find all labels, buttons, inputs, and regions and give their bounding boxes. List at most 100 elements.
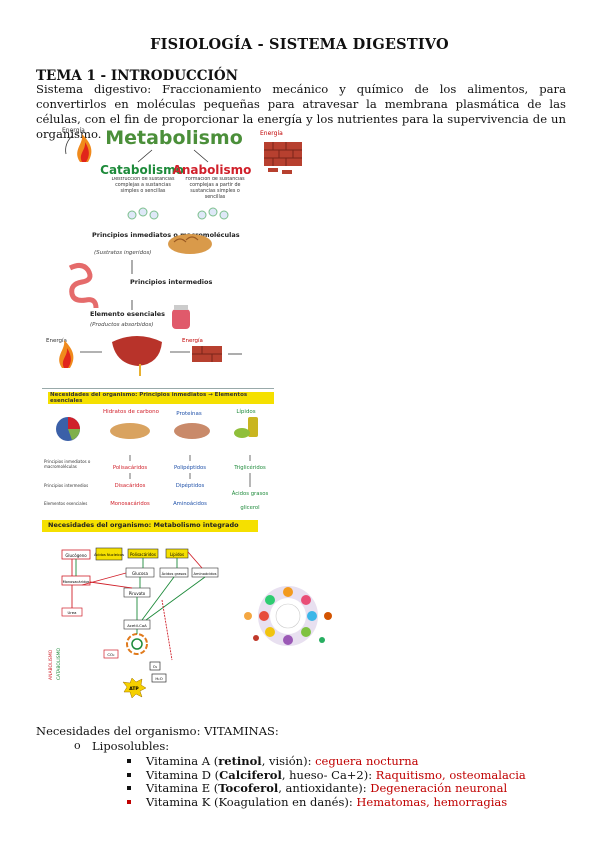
left-note-intermediate: Principios intermedios: [44, 483, 89, 488]
vitamin-item-k: Vitamina K (Koagulation en danés): Hemat…: [127, 795, 508, 809]
integrated-metabolism-diagram: Glucógeno Ácidos Nucleicos Polisacáridos…: [48, 547, 219, 699]
box-urea: Urea: [61, 607, 83, 617]
svg-text:Glucosa: Glucosa: [132, 571, 148, 576]
box-glucose: Glucosa: [125, 567, 155, 578]
brick-wall-icon: [192, 346, 222, 362]
krebs-cycle-icon: [126, 633, 148, 655]
vitamin-k-deficiency: Hematomas, hemorragias: [356, 795, 508, 809]
intermediate-label: Principios intermedios: [130, 278, 212, 286]
svg-text:Acetil-CoA: Acetil-CoA: [127, 623, 147, 628]
amino-acids-label: Aminoácidos: [173, 501, 207, 507]
lipids-heading: Lípidos: [236, 409, 256, 415]
box-pyruvate: Piruvato: [123, 587, 151, 598]
brick-wall-icon: [264, 142, 302, 174]
anabolism-description: Formación de sustancias complejas a part…: [185, 177, 245, 200]
molecule-icon: [127, 207, 159, 220]
liposoluble-heading: o Liposolubles:: [74, 739, 170, 753]
svg-text:Piruvato: Piruvato: [129, 591, 146, 596]
box-h2o: H₂O: [151, 673, 167, 683]
square-bullet-icon: [127, 773, 131, 777]
svg-text:ATP: ATP: [129, 686, 139, 692]
pie-icon: [56, 417, 80, 441]
dipeptides-label: Dipéptidos: [175, 483, 205, 489]
fire-icon: [77, 134, 92, 162]
absorbed-note: (Productos absorbidos): [90, 322, 153, 328]
square-bullet-icon: [127, 800, 131, 804]
svg-text:Ácidos Nucleicos: Ácidos Nucleicos: [94, 552, 124, 557]
vitamin-item-a: Vitamina A (retinol, visión): ceguera no…: [127, 754, 419, 768]
svg-text:Glucógeno: Glucógeno: [65, 553, 87, 558]
vitamin-a-deficiency: ceguera nocturna: [315, 754, 419, 768]
polysaccharides-label: Polisacáridos: [112, 465, 148, 471]
arrow-icon: [65, 135, 73, 155]
box-fatty-acids: Ácidos grasos: [159, 567, 189, 578]
integrated-metabolism-header-bar: Necesidades del organismo: Metabolismo i…: [42, 520, 258, 532]
jar-icon: [172, 305, 190, 329]
box-co2: CO₂: [103, 649, 119, 659]
box-amino-acids: Aminoácidos: [191, 567, 219, 578]
svg-text:O₂: O₂: [153, 664, 158, 669]
left-note-essential: Elementos esenciales: [44, 501, 88, 506]
glycerol-label: glicerol: [240, 505, 260, 511]
oil-bottle-icon: [234, 417, 258, 438]
macromolecules-label: Principios inmediatos o macromoléculas: [92, 231, 240, 239]
nutrients-table-figure: Necesidades del organismo: Principios in…: [42, 388, 274, 515]
intestine-icon: [68, 262, 99, 309]
food-icon: [174, 423, 210, 439]
monosaccharides-label: Monosacáridos: [110, 501, 150, 507]
document-title: FISIOLOGÍA - SISTEMA DIGESTIVO: [150, 36, 449, 53]
square-bullet-icon: [127, 786, 131, 790]
svg-text:CO₂: CO₂: [107, 652, 115, 657]
hollow-bullet-icon: o: [74, 739, 81, 752]
carbohydrates-heading: Hidratos de carbono: [103, 409, 159, 415]
vitamin-d-deficiency: Raquitismo, osteomalacia: [375, 768, 526, 782]
intro-paragraph: Sistema digestivo: Fraccionamiento mecán…: [36, 82, 566, 141]
metabolism-figure: Energía Metabolismo Catabolismo Anabolis…: [62, 127, 302, 220]
triglycerides-label: Triglicéridos: [234, 465, 266, 471]
box-lipids: Lípidos: [165, 548, 189, 559]
digestion-figure: Principios inmediatos o macromoléculas (…: [46, 231, 242, 376]
fire-icon: [59, 340, 74, 368]
disaccharides-label: Disacáridos: [114, 483, 146, 489]
bread-icon: [168, 234, 212, 254]
substrates-note: (Sustratos ingeridos): [94, 250, 151, 256]
anabolism-side-label: ANABOLISMO: [48, 649, 54, 680]
box-nucleic-acids: Ácidos Nucleicos: [94, 547, 124, 561]
vitamins-intro: Necesidades del organismo: VITAMINAS:: [36, 724, 279, 738]
box-polysaccharides: Polisacáridos: [127, 548, 159, 559]
molecule-icon: [197, 207, 229, 220]
fatty-acids-label: Ácidos grasos: [231, 491, 269, 497]
box-glycogen: Glucógeno: [61, 549, 91, 560]
vitamin-item-d: Vitamina D (Calciferol, hueso- Ca+2): Ra…: [127, 768, 526, 782]
svg-text:Aminoácidos: Aminoácidos: [194, 572, 217, 576]
energy-label-right: Energía: [182, 337, 203, 344]
proteins-heading: Proteínas: [176, 411, 202, 417]
section-heading: TEMA 1 - INTRODUCCIÓN: [36, 68, 238, 84]
energy-label-right: Energía: [260, 130, 283, 137]
svg-text:Lípidos: Lípidos: [170, 552, 184, 557]
catabolism-side-label: CATABOLISMO: [56, 648, 62, 680]
liposoluble-label: Liposolubles:: [92, 739, 170, 753]
box-o2: O₂: [149, 661, 161, 671]
vitamin-item-e: Vitamina E (Tocoferol, antioxidante): De…: [127, 781, 508, 795]
left-note-macromolecules: Principios inmediatos o macromoléculas: [44, 459, 91, 469]
metabolism-title: Metabolismo: [105, 127, 243, 149]
svg-text:Urea: Urea: [68, 610, 77, 615]
polypeptides-label: Polipéptidos: [173, 465, 207, 471]
svg-text:Polisacáridos: Polisacáridos: [130, 552, 156, 557]
catabolism-label: Catabolismo: [100, 163, 184, 177]
vitamin-e-deficiency: Degeneración neuronal: [370, 781, 508, 795]
svg-text:Monosacáridos: Monosacáridos: [63, 580, 90, 584]
energy-label-left: Energía: [62, 127, 85, 134]
integrated-metabolism-header: Necesidades del organismo: Metabolismo i…: [48, 521, 239, 529]
svg-text:H₂O: H₂O: [155, 676, 162, 681]
square-bullet-icon: [127, 759, 131, 763]
essential-label: Elemento esenciales: [90, 310, 165, 318]
atp-burst-icon: ATP: [122, 677, 147, 699]
liver-icon: [112, 336, 162, 376]
nutrients-table-header: Necesidades del organismo: Principios in…: [48, 392, 274, 404]
anabolism-label: Anabolismo: [173, 163, 252, 177]
food-icon: [110, 423, 150, 439]
vitamins-wheel-icon: [244, 586, 332, 646]
svg-text:Ácidos grasos: Ácidos grasos: [162, 571, 187, 576]
